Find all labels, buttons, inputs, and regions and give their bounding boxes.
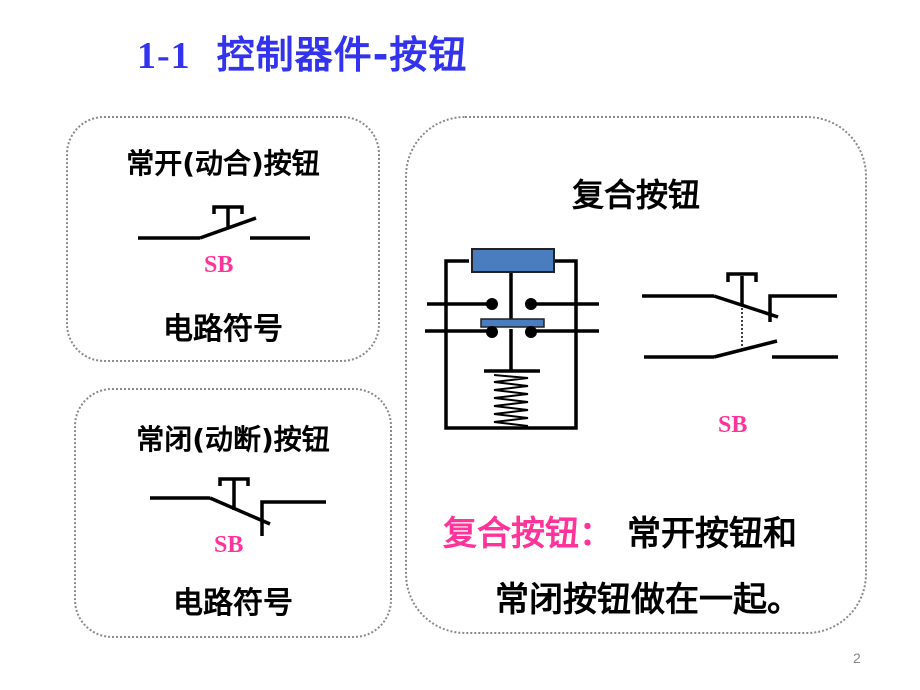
no-push-head: [212, 205, 244, 214]
compound-description-text1: 常开按钮和: [627, 514, 797, 554]
compound-description-highlight: 复合按钮：: [443, 514, 613, 554]
normally-closed-title: 常闭(动断)按钮: [136, 423, 330, 456]
normally-closed-symbol: [150, 477, 326, 536]
combo-no-blade: [713, 339, 778, 359]
push-button-cap: [471, 248, 555, 273]
normally-closed-sb-label: SB: [214, 532, 244, 558]
compound-sb-label: SB: [718, 412, 748, 438]
compound-structure-diagram: [425, 248, 599, 430]
page-number: 2: [853, 650, 861, 666]
compound-description-line1: 复合按钮： 常开按钮和: [443, 506, 797, 555]
combo-nc-blade: [713, 294, 779, 319]
normally-open-title: 常开(动合)按钮: [126, 147, 320, 180]
moving-contact-bridge: [480, 318, 545, 328]
nc-contact-blade: [209, 496, 271, 526]
normally-open-caption: 电路符号: [163, 312, 283, 347]
nc-right-wire: [260, 500, 326, 536]
normally-open-sb-label: SB: [204, 252, 234, 278]
lower-right-contact: [525, 326, 537, 338]
spring-coil: [493, 374, 529, 427]
combo-nc-right-wire: [768, 294, 837, 322]
upper-left-contact: [486, 298, 498, 310]
normally-open-symbol: [138, 205, 310, 240]
slide-title-number: 1-1: [137, 35, 191, 77]
lower-left-contact: [486, 326, 498, 338]
slide-title: 1-1 控制器件-按钮: [137, 24, 467, 79]
normally-open-panel: 常开(动合)按钮 SB 电路符号: [66, 116, 380, 362]
compound-title: 复合按钮: [571, 176, 700, 214]
normally-closed-panel: 常闭(动断)按钮 SB 电路符号: [74, 388, 392, 638]
upper-right-contact: [525, 298, 537, 310]
compound-description-line2: 常闭按钮做在一起。: [495, 580, 801, 620]
normally-closed-caption: 电路符号: [173, 586, 293, 621]
housing-frame: [444, 259, 578, 430]
nc-push-head: [218, 477, 250, 486]
combo-push-head: [726, 272, 758, 282]
compound-symbol: [642, 272, 838, 359]
compound-button-panel: 复合按钮 S: [405, 116, 867, 634]
slide-title-text: 控制器件-按钮: [216, 33, 468, 77]
